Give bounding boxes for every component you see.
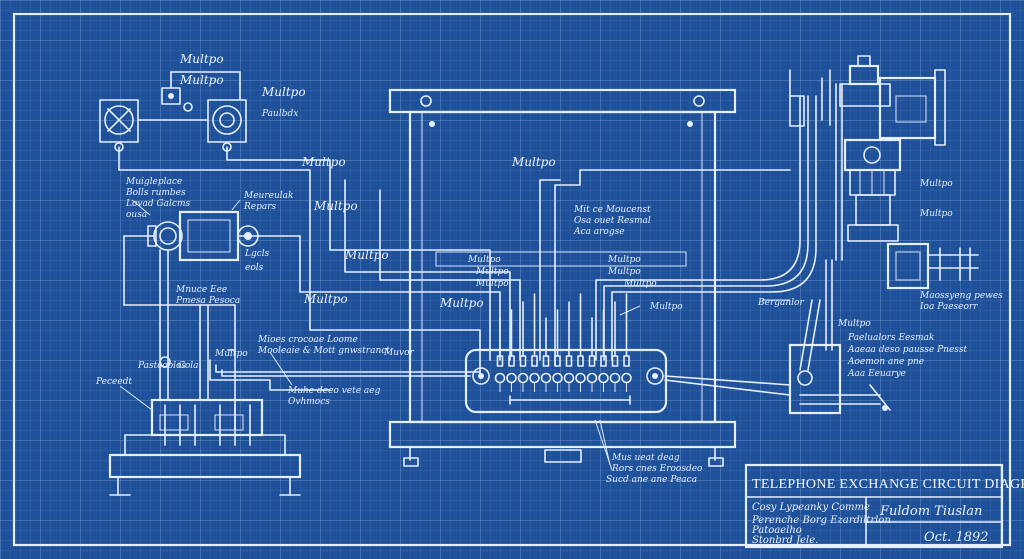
left-wiring	[118, 146, 521, 391]
label-multpo: Multpo	[475, 279, 509, 289]
jack-socket	[621, 372, 632, 384]
note-board-1: Mit ce Moucenst	[573, 205, 651, 215]
note-left-3: Lovad Galcms	[125, 199, 190, 209]
title-block-date: Oct. 1892	[924, 530, 989, 545]
note-board-3: Aca arogse	[573, 227, 625, 237]
jack-socket	[529, 372, 540, 384]
note-board-2: Osa ouet Resmal	[574, 216, 651, 226]
label-multpo: Multpo	[303, 292, 348, 306]
label-multpo: Multpo	[919, 179, 953, 189]
jack-plug	[577, 355, 584, 367]
jack-socket	[506, 372, 517, 384]
bell-assembly	[99, 71, 247, 152]
note-right-7: Aaa Eeuarye	[847, 369, 906, 379]
note-wire-1: Mioes crocoae Loome	[257, 335, 358, 345]
label-multpo: Multpo	[214, 349, 248, 359]
label-multpo: Multpo	[607, 255, 641, 265]
transmitter-apparatus	[788, 55, 979, 415]
note-wire-2: Mooleaie & Mott gnwstranct	[257, 346, 390, 356]
note-side-2: eols	[245, 263, 264, 273]
title-block-company: Cosy Lypeanky Comme	[752, 502, 870, 513]
note-left-4: ousa	[126, 210, 147, 220]
drawing-border	[12, 12, 1012, 547]
jack-plug	[531, 355, 538, 367]
label-multpo: Multpo	[439, 296, 484, 310]
note-coil-2: Repars	[243, 202, 277, 212]
jack-row	[494, 293, 632, 392]
jack-socket	[586, 372, 598, 384]
jack-socket	[494, 372, 506, 384]
label-multpo: Multpo	[179, 73, 224, 87]
jack-socket	[540, 372, 552, 384]
label-multpo: Multpo	[649, 302, 683, 312]
label-multpo: Multpo	[511, 155, 556, 169]
label-multpo: Multpo	[623, 279, 657, 289]
note-right-5: Aaeaa deso pausse Pnesst	[847, 345, 968, 355]
note-side-1: Lgcls	[244, 249, 270, 259]
jack-plug	[519, 355, 527, 367]
note-wire-3: Muvor	[383, 348, 415, 358]
title-block-company-line: Stonbrd Jele.	[752, 535, 818, 546]
note-left-1: Muigleplace	[125, 177, 182, 187]
note-mid-1: Mnuce Eee	[175, 285, 227, 295]
note-right-2: Maossyeng pewes	[919, 291, 1003, 301]
title-block-company-line: Perenche Borg Ezardiltrlon	[751, 515, 891, 526]
jack-plug	[611, 355, 619, 367]
induction-coil	[123, 210, 301, 431]
jack-socket	[598, 372, 609, 384]
note-bottom-3: Sucd ane ane Peaca	[606, 475, 697, 485]
title-block: TELEPHONE EXCHANGE CIRCUIT DIAGRAM. Cosy…	[744, 463, 1024, 549]
label-multpo: Multpo	[475, 267, 509, 277]
switch-pedestal	[108, 249, 302, 496]
label-multpo: Multpo	[607, 267, 641, 277]
note-coil: Meureulak	[243, 191, 293, 201]
diagram-labels: Multpo Multpo Multpo Paulbdx Multpo Mult…	[95, 52, 1003, 485]
jack-plug	[565, 355, 573, 367]
label-multpo: Multpo	[179, 52, 224, 66]
title-block-signature: Fuldom Tiuslan	[879, 504, 982, 519]
jack-socket	[575, 372, 586, 384]
title-block-company-line: Patoaelho	[751, 525, 802, 536]
leader-lines	[131, 199, 790, 471]
label-multpo: Multpo	[467, 255, 501, 265]
note-low-2: Ovhmocs	[288, 397, 330, 407]
note-right-3: Ioa Paeseorr	[919, 302, 978, 312]
note-right-6: Aoemon ane pne	[847, 357, 924, 367]
label-multpo: Multpo	[837, 319, 871, 329]
label-left-top: Peceedt	[95, 377, 132, 387]
jack-plug	[588, 355, 596, 367]
label-bells: Paulbdx	[261, 109, 298, 119]
note-right-4: Paelualors Eesmak	[847, 333, 934, 343]
switchboard-frame	[388, 88, 737, 467]
jack-plug	[508, 355, 515, 367]
note-left-2: Bolls rumbes	[125, 188, 186, 198]
jack-socket	[609, 372, 621, 384]
note-mid-2: Pmesa Pesoca	[175, 296, 240, 306]
note-low-1: Muhe deeo vete aeg	[287, 386, 381, 396]
pole-label-2: Cola	[178, 361, 199, 371]
pole-label: Pastcoolos	[137, 361, 186, 371]
label-multpo: Multpo	[344, 248, 389, 262]
label-multpo: Multpo	[301, 155, 346, 169]
note-bottom-2: Rors cnes Eroosdeo	[611, 464, 703, 474]
note-right-1: Berganlor	[757, 298, 804, 308]
label-multpo: Multpo	[261, 85, 306, 99]
jack-socket	[563, 372, 575, 384]
label-multpo: Multpo	[919, 209, 953, 219]
label-multpo: Multpo	[313, 199, 358, 213]
jack-socket	[517, 372, 529, 384]
jack-socket	[552, 372, 563, 384]
title-block-title: TELEPHONE EXCHANGE CIRCUIT DIAGRAM.	[752, 477, 1024, 492]
jack-plug	[542, 355, 550, 367]
jack-plug	[623, 355, 630, 367]
note-bottom-1: Mus ueat deag	[611, 453, 680, 463]
